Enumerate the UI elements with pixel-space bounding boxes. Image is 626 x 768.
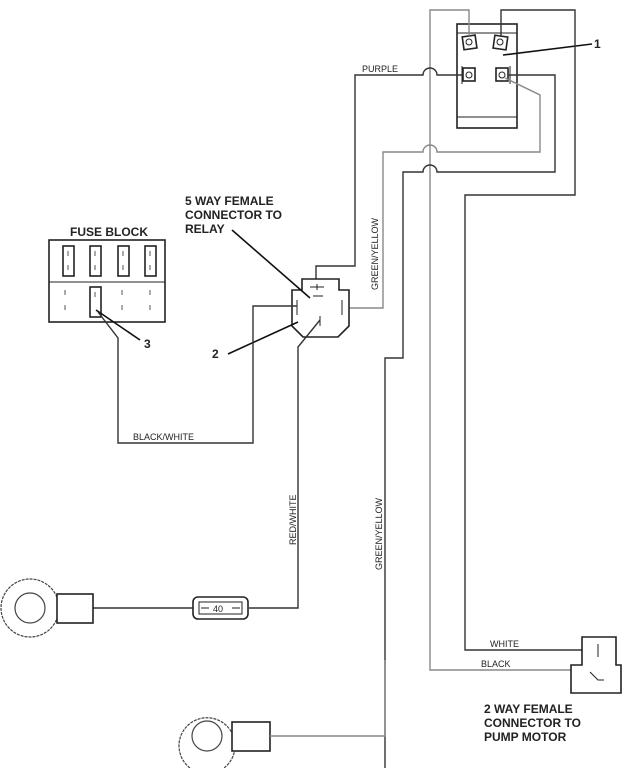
ring-terminal-bottom — [178, 717, 271, 768]
connector-2way — [570, 636, 622, 694]
callout-1: 1 — [594, 37, 601, 51]
wire-green-yellow-bottom — [384, 74, 556, 768]
callout-2-leader — [227, 321, 299, 355]
fuse-block-label: FUSE BLOCK — [70, 225, 148, 239]
relay-terminal-top-right — [492, 34, 509, 51]
connector-2way-label-line1: 2 WAY FEMALE — [484, 702, 573, 716]
wire-label-green-yellow-top: GREEN/YELLOW — [370, 217, 380, 290]
connector-5way-label-line1: 5 WAY FEMALE — [185, 194, 274, 208]
connector-5way-label-line2: CONNECTOR TO — [185, 208, 282, 222]
connector-5way-label-line3: RELAY — [185, 222, 225, 236]
relay — [456, 23, 518, 129]
relay-terminal-bottom-left — [461, 66, 476, 84]
callout-3: 3 — [144, 337, 151, 351]
wire-black-white — [97, 305, 297, 444]
fuse-block — [48, 239, 166, 323]
connector-5way — [291, 278, 350, 338]
relay-terminal-top-left — [461, 34, 478, 51]
wire-purple — [315, 67, 463, 284]
wire-label-red-white: RED/WHITE — [288, 495, 298, 546]
inline-fuse-40: 40 — [192, 596, 249, 620]
wire-label-purple: PURPLE — [362, 64, 398, 74]
connector-2way-label-line3: PUMP MOTOR — [484, 730, 567, 744]
connector-2way-label-line2: CONNECTOR TO — [484, 716, 581, 730]
wire-black — [429, 9, 578, 671]
relay-terminal-bottom-right — [495, 66, 511, 84]
wire-ground — [270, 660, 386, 737]
callout-2: 2 — [212, 347, 219, 361]
wire-white — [464, 9, 598, 651]
wire-red-white — [249, 319, 321, 609]
inline-fuse-rating: 40 — [213, 604, 223, 614]
wire-green-yellow-top — [345, 77, 541, 309]
wire-label-black: BLACK — [481, 659, 511, 669]
callout-3-leader — [95, 309, 141, 341]
connector-5way-leader — [231, 229, 311, 299]
wire-label-white: WHITE — [490, 639, 519, 649]
wire-label-black-white: BLACK/WHITE — [133, 432, 194, 442]
ring-terminal-top — [0, 578, 94, 638]
wire-label-green-yellow-bottom: GREEN/YELLOW — [374, 497, 384, 570]
callout-1-leader — [502, 43, 593, 56]
